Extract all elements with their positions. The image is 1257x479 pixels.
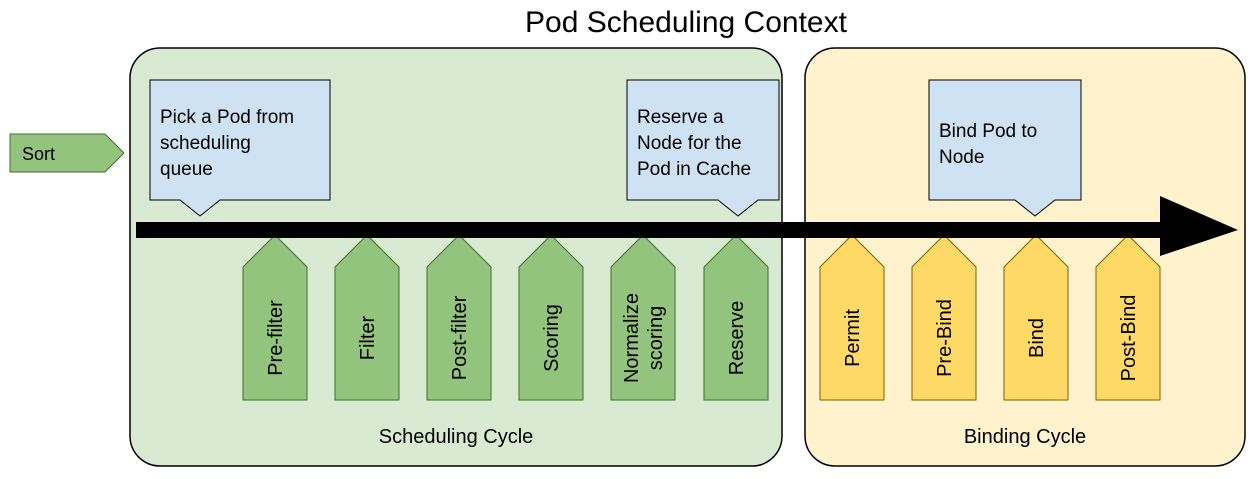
plugin-label-line: Post-Bind [1118,295,1140,382]
plugin-shape [518,234,584,401]
plugin-filter: Filter [334,234,400,401]
scheduling-cycle-label: Scheduling Cycle [379,426,534,448]
plugin-label: Post-filter [449,295,471,380]
note-pick-line-3: queue [160,159,213,180]
plugin-label: Pre-filter [265,300,287,376]
plugin-label-line: Post-filter [449,295,471,380]
plugin-label-line: Filter [357,315,379,360]
binding-cycle-label: Binding Cycle [964,426,1086,448]
svg-text:Bind Pod to Node: Bind Pod to Node [939,121,1043,168]
diagram-title: Pod Scheduling Context [525,6,848,39]
plugin-label-line: Pre-filter [265,300,287,376]
plugin-label-line: Pre-Bind [934,299,956,377]
plugin-label: Post-Bind [1118,295,1140,382]
plugin-permit: Permit [819,234,885,401]
note-bind-line-1: Bind Pod to [939,121,1037,142]
plugin-label: Filter [357,315,379,360]
note-pick-line-2: scheduling [160,133,251,154]
plugin-shape [1095,234,1161,401]
flow-arrow [136,196,1238,256]
plugin-bind: Bind [1003,234,1069,401]
plugin-shape [911,234,977,401]
sort-step [9,133,125,173]
plugin-label: Scoring [541,304,563,372]
plugin-post-filter: Post-filter [426,234,492,401]
plugin-label-line: Reserve [726,301,748,375]
plugin-shape [242,234,308,401]
note-reserve-node [626,79,780,217]
svg-text:Reserve a Node for the: Reserve a Node for the Pod in Cache [637,107,751,180]
note-bind-pod [928,79,1082,217]
plugin-pre-bind: Pre-Bind [911,234,977,401]
note-pick-line-1: Pick a Pod from [160,107,294,128]
plugin-label-line: Normalize [621,293,643,383]
plugin-reserve: Reserve [703,234,769,401]
plugin-scoring: Scoring [518,234,584,401]
sort-label: Sort [22,144,55,164]
plugin-post-bind: Post-Bind [1095,234,1161,401]
plugin-label: Pre-Bind [934,299,956,377]
note-reserve-line-2: Node for the [637,133,742,154]
note-bind-line-2: Node [939,147,984,168]
svg-text:Pick a Pod from scheduling: Pick a Pod from scheduling queue [160,107,299,180]
plugin-label-line: scoring [645,306,667,370]
plugin-shape [426,234,492,401]
note-pick-pod [149,79,331,217]
flow-arrow-shaft [136,222,1166,238]
plugin-label: Bind [1026,318,1048,358]
plugin-shape [1003,234,1069,401]
plugin-label-line: Permit [842,309,864,367]
plugin-shape [819,234,885,401]
plugin-label-line: Bind [1026,318,1048,358]
plugin-pre-filter: Pre-filter [242,234,308,401]
flow-arrow-head [1160,196,1238,256]
plugin-label: Reserve [726,301,748,375]
plugin-shape [703,234,769,401]
plugin-shape [610,234,676,401]
plugin-label-line: Scoring [541,304,563,372]
note-reserve-line-1: Reserve a [637,107,724,128]
plugin-arrows: Pre-filter Filter Post-filter Scoring Normal… [242,234,1161,401]
note-reserve-line-3: Pod in Cache [637,159,751,180]
plugin-label: Permit [842,309,864,367]
plugin-shape [334,234,400,401]
